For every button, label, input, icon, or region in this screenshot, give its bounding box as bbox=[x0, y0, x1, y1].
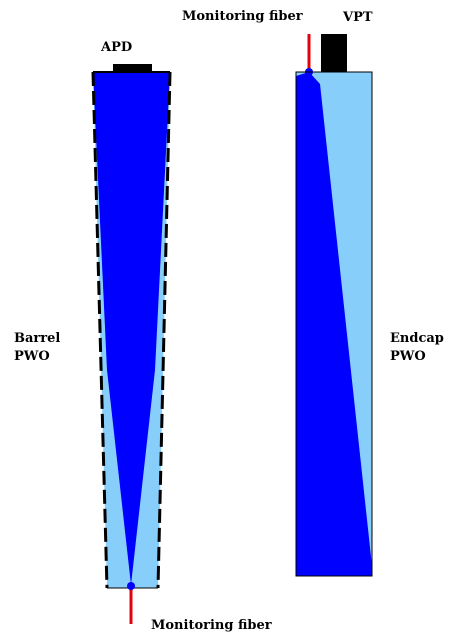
barrel-right-edge bbox=[156, 71, 172, 589]
monitoring-fiber-top-label: Monitoring fiber bbox=[182, 9, 303, 24]
endcap-crystal bbox=[295, 34, 373, 577]
barrel-label-line1: Barrel bbox=[14, 331, 61, 346]
barrel-left-edge bbox=[91, 71, 109, 589]
barrel-light-cone bbox=[93, 72, 170, 585]
vpt-label: VPT bbox=[343, 10, 373, 25]
endcap-outline bbox=[295, 71, 373, 577]
barrel-crystal bbox=[91, 64, 172, 624]
apd-photodetector bbox=[113, 64, 152, 73]
endcap-light-wedge bbox=[296, 72, 372, 576]
apd-label: APD bbox=[101, 40, 133, 55]
barrel-label-line2: PWO bbox=[14, 349, 50, 364]
endcap-label-line2: PWO bbox=[390, 349, 426, 364]
barrel-fiber-entry-point bbox=[127, 582, 135, 590]
endcap-label-line1: Endcap bbox=[390, 331, 444, 346]
monitoring-fiber-bottom-label: Monitoring fiber bbox=[151, 618, 272, 633]
vpt-photodetector bbox=[321, 34, 347, 72]
endcap-pwo-label: Endcap PWO bbox=[390, 330, 444, 366]
barrel-pwo-label: Barrel PWO bbox=[14, 330, 60, 366]
